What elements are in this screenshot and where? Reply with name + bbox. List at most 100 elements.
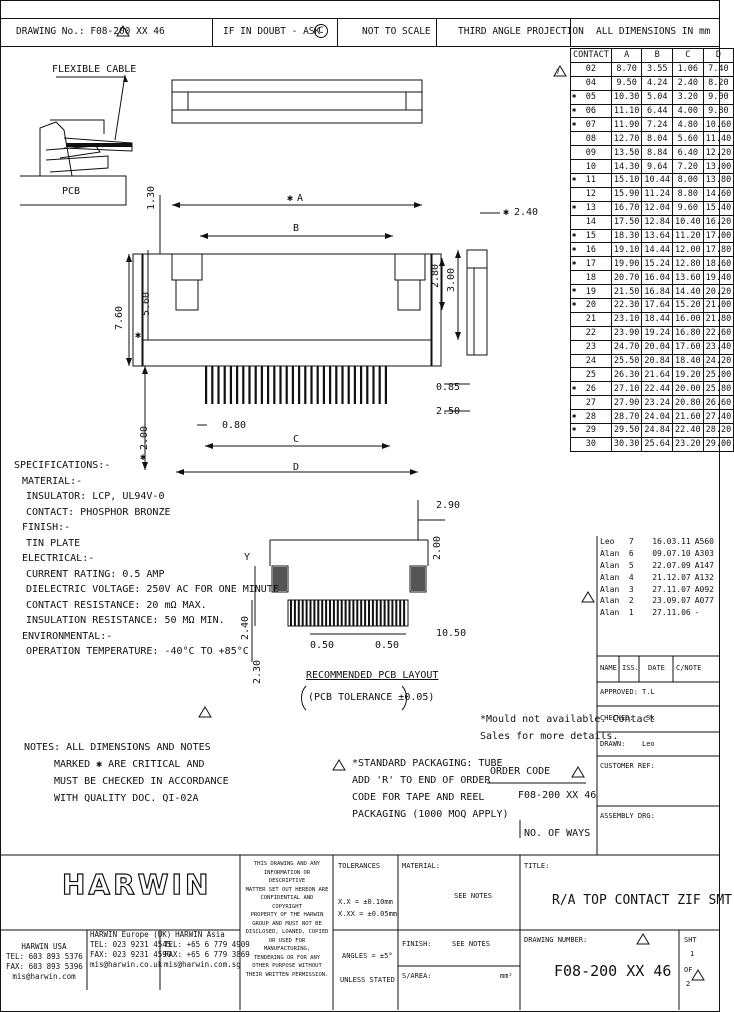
dim-table-cell: 27 (570, 395, 612, 411)
drawing-no: DRAWING No.: F08-200 XX 46 (16, 26, 165, 37)
contact-pin (298, 366, 301, 404)
dim-table-cell: 9.60 (672, 200, 704, 216)
contact-pin (248, 366, 251, 404)
dim-table-cell: 25.00 (702, 367, 734, 383)
dim-table-cell: 14.44 (641, 242, 674, 258)
pcb-pad (344, 600, 347, 626)
dim-table-cell: 8.00 (672, 173, 704, 188)
confidential-line: DISCLOSED, LOANED, COPIED (245, 929, 329, 935)
contact-pin (384, 366, 387, 404)
material-label: MATERIAL: (402, 862, 440, 870)
revision-cell: - (694, 608, 700, 618)
dim-table-cell: 7.24 (641, 117, 674, 133)
dim-table-cell: 20 (570, 298, 612, 313)
dim-table-cell: 13.00 (702, 159, 734, 175)
dim-table-cell: 08 (570, 131, 612, 147)
pcb-pad (352, 600, 355, 626)
dim-5-60: 5.60 (141, 291, 152, 316)
dim-table-cell: 1.06 (672, 61, 704, 77)
pcb-pad (399, 600, 402, 626)
dim-2-80: 2.80 (430, 263, 441, 288)
contact-asia: HARWIN Asia TEL: +65 6 779 4909 FAX: +65… (164, 930, 250, 970)
dim-table-cell: 24.84 (641, 423, 674, 438)
dim-table-cell: 9.64 (641, 159, 674, 175)
revision-cell: Alan (600, 572, 620, 582)
dim-0-80: 0.80 (222, 420, 247, 431)
y-label: Y (244, 552, 251, 563)
contact-usa: HARWIN USA TEL: 603 893 5376 FAX: 603 89… (6, 942, 83, 982)
critical-star-mark: ✱ (572, 119, 577, 128)
contact-pin (279, 366, 282, 404)
contact-pin (205, 366, 208, 404)
pcb-pad (356, 600, 359, 626)
contact-pin (316, 366, 319, 404)
drawn-value: Leo (642, 740, 655, 748)
confidential-line: THIS DRAWING AND ANY (253, 861, 321, 867)
dim-table-cell: 10.30 (610, 89, 643, 105)
contact-line: mis@harwin.com (12, 972, 76, 981)
revision-cell: 1 (628, 608, 634, 618)
pcb-pad (364, 600, 367, 626)
dim-table-cell: 17.60 (672, 339, 704, 355)
contact-pin (267, 366, 270, 404)
anchor-pad (411, 567, 425, 591)
dim-table-cell: 19.24 (641, 325, 674, 341)
revision-cell: 4 (628, 572, 634, 582)
dim-table-cell: 18 (570, 270, 612, 286)
spec-line: OPERATION TEMPERATURE: -40°C TO +85°C (26, 646, 249, 657)
dim-table-cell: 22.44 (641, 381, 674, 397)
pcb-pad (325, 600, 328, 626)
contact-line: TEL: 023 9231 4545 (90, 940, 172, 949)
dim-table-cell: 12.80 (672, 256, 704, 272)
specifications: SPECIFICATIONS:- MATERIAL:- INSULATOR: L… (14, 460, 279, 658)
dim-table-cell: 20.04 (641, 339, 674, 355)
harwin-logo: HARWIN (61, 867, 212, 901)
revision-cell: A560 (694, 537, 714, 547)
contact-line: TEL: 603 893 5376 (6, 952, 83, 961)
pcb-pad (371, 600, 374, 626)
pcb-pad (340, 600, 343, 626)
dim-table-cell: 8.84 (641, 145, 674, 161)
dim-table-cell: 8.80 (672, 186, 704, 202)
spec-line: MATERIAL:- (22, 475, 83, 487)
dim-table-cell: 20.20 (702, 284, 734, 300)
star-mark: ✱ (135, 330, 142, 341)
pcb-pad (321, 600, 324, 626)
contact-line: HARWIN USA (21, 942, 67, 951)
contact-pin (236, 366, 239, 404)
contact-line: mis@harwin.co.uk (90, 960, 163, 969)
contact-pin (347, 366, 350, 404)
dim-table-cell: 19 (570, 284, 612, 300)
dim-table-cell: 11.24 (641, 186, 674, 202)
pcb-tolerance: (PCB TOLERANCE ±0.05) (308, 692, 435, 703)
dim-table-cell: 4.80 (672, 117, 704, 133)
dim-table-cell: 13.50 (610, 145, 643, 161)
dim-table-cell: 5.04 (641, 89, 674, 105)
dim-table-cell: 25.80 (702, 381, 734, 397)
note-line: MUST BE CHECKED IN ACCORDANCE (54, 776, 229, 787)
dim-table-cell: 8.20 (702, 75, 734, 91)
contact-pin (217, 366, 220, 404)
dim-table-cell: 17.00 (702, 228, 734, 244)
dim-table-cell: 16.70 (610, 200, 643, 216)
dim-table-cell: 10 (570, 159, 612, 175)
tolerance-1: X.X = ±0.10mm (338, 898, 393, 906)
packaging-line: *STANDARD PACKAGING: TUBE (352, 758, 503, 769)
dim-table-cell: 28.20 (702, 423, 734, 438)
packaging-note: *STANDARD PACKAGING: TUBE ADD 'R' TO END… (352, 758, 509, 821)
dim-table-cell: 11.40 (702, 131, 734, 147)
dim-d-label: D (293, 462, 300, 473)
contact-line: TEL: +65 6 779 4909 (164, 940, 250, 949)
dim-table-cell: 20.80 (672, 395, 704, 411)
rev-header-date: DATE (648, 664, 665, 672)
